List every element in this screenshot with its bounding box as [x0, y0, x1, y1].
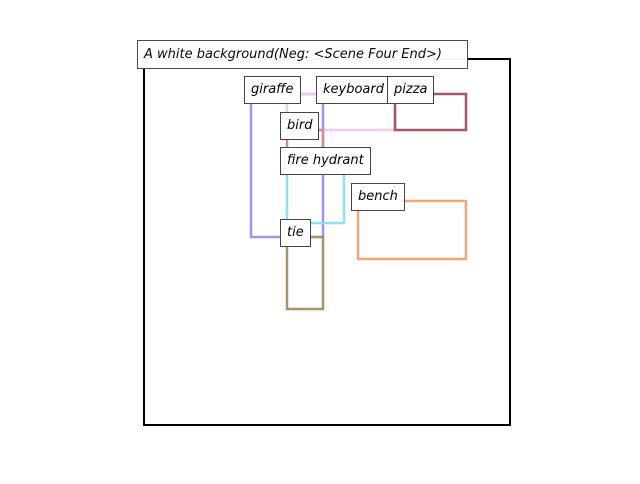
label-pizza: pizza	[387, 76, 435, 104]
label-bird: bird	[280, 112, 320, 140]
label-giraffe: giraffe	[244, 76, 301, 104]
label-keyboard: keyboard	[316, 76, 391, 104]
label-tie: tie	[280, 219, 311, 247]
label-bench: bench	[351, 183, 405, 211]
scene-title: A white background(Neg: <Scene Four End>…	[137, 40, 468, 69]
label-fire-hydrant: fire hydrant	[280, 147, 371, 175]
box-tie	[285, 235, 325, 311]
box-bench	[356, 199, 468, 261]
scene-frame	[143, 58, 511, 426]
